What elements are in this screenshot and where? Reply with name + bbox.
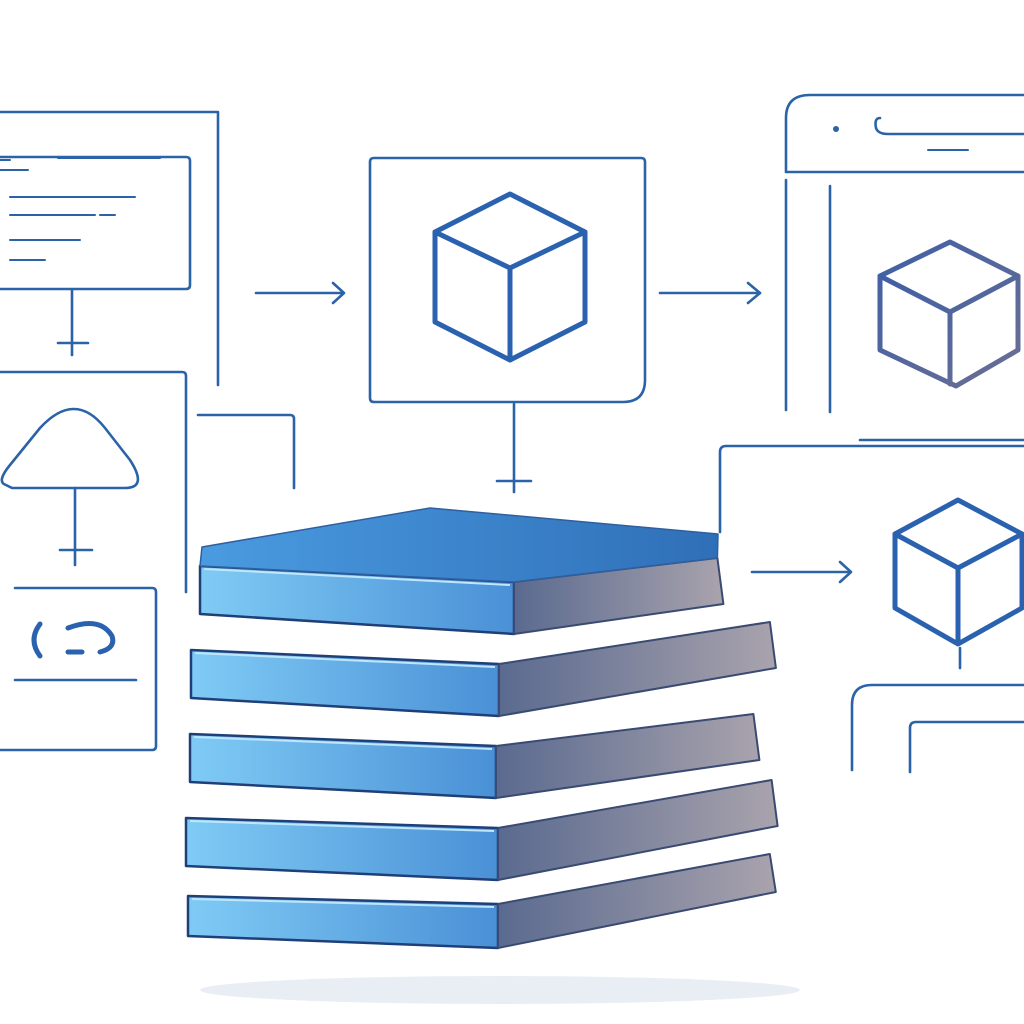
book — [188, 713, 761, 800]
code-panel — [0, 110, 220, 387]
code-brackets-panel — [0, 586, 158, 752]
cube-icon — [877, 187, 1021, 389]
browser-window — [784, 93, 1024, 414]
cloud-icon — [0, 407, 140, 490]
connector-line — [56, 288, 90, 357]
code-lines-icon — [0, 157, 161, 261]
cube-icon — [892, 497, 1024, 647]
connector-line — [196, 413, 296, 490]
arrow-right — [254, 281, 346, 305]
module-panel-center — [368, 156, 647, 494]
module-panel-right — [718, 438, 1024, 774]
book-stack-icon — [184, 507, 800, 1004]
arrow-right — [658, 281, 762, 305]
book-top-cover — [199, 507, 719, 583]
cloud-panel — [0, 370, 296, 594]
connector-line — [495, 402, 533, 494]
code-brackets-icon — [31, 621, 116, 659]
browser-dot — [833, 126, 839, 132]
cube-icon — [432, 191, 588, 363]
connector-line — [58, 486, 94, 567]
book — [189, 621, 777, 718]
book — [186, 853, 777, 950]
book — [184, 779, 779, 882]
arrow-right — [750, 560, 853, 584]
